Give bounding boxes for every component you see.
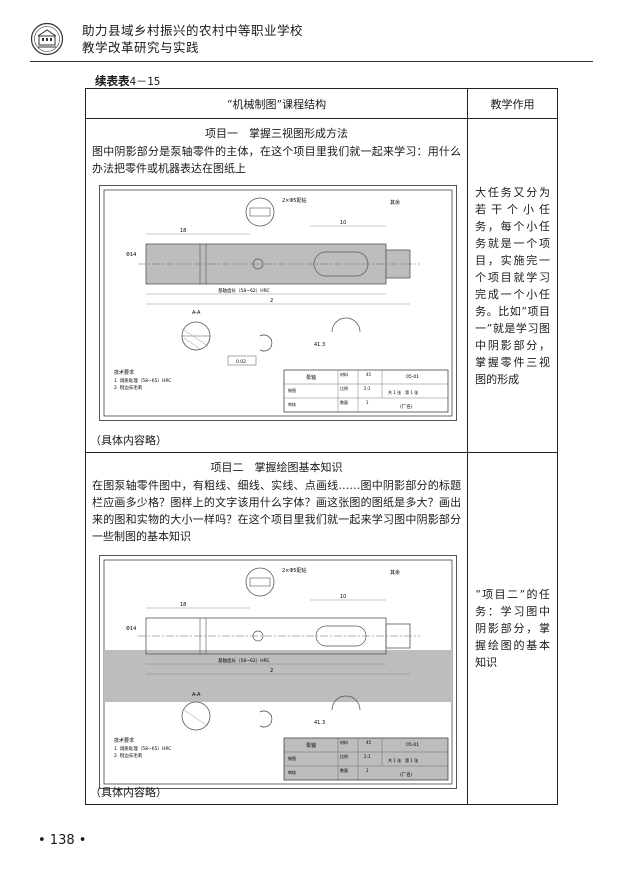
tb1-qty-val: 1 — [366, 400, 369, 405]
header-title-line1: 助力县域乡村振兴的农村中等职业学校 — [82, 23, 304, 38]
tb1-code: 05-01 — [406, 374, 419, 380]
drawing-two-svg: 2×Φ5配钻 其余 基轴齿长（58~62）HRC 2 18 10 Φ14 A-A — [103, 559, 453, 785]
project-two-cell: 项目二 掌握绘图基本知识 在图泵轴零件图中，有粗线、细线、实线、点画线……图中阴… — [84, 452, 469, 805]
drawing-two-dim-dia: Φ14 — [126, 626, 136, 632]
header-title-line2: 教学改革研究与实践 — [82, 40, 200, 55]
tb1-check: 审核 — [288, 401, 296, 407]
drawing-one-title-block: 泵轴 材料 比例 数量 45 2:1 1 05-01 共 1 张 第 1 张 制… — [283, 369, 449, 413]
drawing-two-section-aa: A-A — [192, 692, 201, 698]
drawing-one-tech-title: 技术要求 — [114, 369, 134, 376]
col-header-structure: “机械制图”课程结构 — [84, 88, 469, 119]
project-two-text: 在图泵轴零件图中，有粗线、细线、实线、点画线……图中阴影部分的标题栏应画多少格？… — [92, 479, 462, 543]
tb2-school: (厂名) — [400, 771, 413, 778]
tb2-material: 材料 — [340, 739, 348, 745]
drawing-two-dim-a: 18 — [180, 602, 186, 608]
drawing-two-section-label: 2×Φ5配钻 — [282, 567, 307, 574]
drawing-one-svg: 2×Φ5配钻 其余 基轴齿长（58~62）HRC 2 18 10 Φ14 — [103, 189, 453, 417]
drawing-one-dim-r: 41.3 — [314, 342, 325, 348]
caption-label: 续表表 — [95, 74, 130, 88]
drawing-one-tol: 基轴齿长（58~62）HRC — [218, 287, 270, 294]
tb2-qty-val: 1 — [366, 768, 369, 773]
drawing-one-dim-dia: Φ14 — [126, 252, 136, 258]
tb1-qty: 数量 — [340, 399, 348, 405]
project-two-title: 项目二 掌握绘图基本知识 — [210, 461, 343, 474]
project-one-omitted: （具体内容略） — [90, 434, 167, 447]
project-two-role: “项目二”的任务：学习图中阴影部分，掌握绘图的基本知识 — [467, 452, 558, 805]
drawing-one-tech-2: 2. 锐边去毛刺 — [114, 384, 143, 391]
drawing-one-tech-1: 1. 调质处理（58~65）HRC — [114, 377, 171, 384]
tb1-name: 泵轴 — [306, 374, 316, 381]
tb1-material: 材料 — [340, 371, 348, 377]
project-two-omitted: （具体内容略） — [90, 786, 167, 799]
project-two-role-text: “项目二”的任务：学习图中阴影部分，掌握绘图的基本知识 — [475, 588, 550, 669]
drawing-two-tech-title: 技术要求 — [114, 737, 134, 744]
drawing-two-surface-note: 其余 — [390, 569, 400, 576]
tb1-scale-val: 2:1 — [364, 386, 371, 391]
col-header-role: 教学作用 — [467, 88, 558, 119]
drawing-one-tol-frame: 0.02 — [236, 359, 246, 365]
tb1-scale: 比例 — [340, 385, 348, 391]
caption-number: 4－15 — [129, 75, 161, 88]
tb2-qty: 数量 — [340, 767, 348, 773]
drawing-one-dim-a: 18 — [180, 228, 186, 234]
running-header: 助力县域乡村振兴的农村中等职业学校 教学改革研究与实践 — [82, 22, 303, 56]
table-caption: 续表表4－15 — [95, 73, 160, 89]
project-one-role-text: 大任务又分为若干个小任务，每个小任务就是一个项目，实施完一个项目就学习完成一个小… — [475, 185, 550, 386]
drawing-one-section-aa: A-A — [192, 310, 201, 316]
drawing-two-dim-r: 41.3 — [314, 720, 325, 726]
project-one-title: 项目一 掌握三视图形成方法 — [205, 127, 349, 140]
shaded-title-block — [284, 738, 448, 780]
tb1-draw: 制图 — [288, 387, 296, 393]
project-one-text: 图中阴影部分是泵轴零件的主体，在这个项目里我们就一起来学习：用什么办法把零件或机… — [92, 145, 462, 175]
course-structure-table: “机械制图”课程结构 教学作用 项目一 掌握三视图形成方法 图中阴影部分是泵轴零… — [84, 88, 558, 805]
drawing-one-dim-b: 10 — [340, 220, 346, 226]
tb2-check: 审核 — [288, 769, 296, 775]
page-number: • 138 • — [38, 833, 87, 848]
tb2-draw: 制图 — [288, 755, 296, 761]
drawing-one-surface-note: 其余 — [390, 199, 400, 206]
drawing-one-section-label: 2×Φ5配钻 — [282, 197, 307, 204]
tb2-material-val: 45 — [366, 740, 372, 745]
pump-shaft-drawing-two: 2×Φ5配钻 其余 基轴齿长（58~62）HRC 2 18 10 Φ14 A-A — [99, 555, 457, 789]
shaded-drawing-band — [104, 650, 452, 702]
tb2-sheet: 共 1 张 第 1 张 — [388, 757, 418, 763]
project-one-role: 大任务又分为若干个小任务，每个小任务就是一个项目，实施完一个项目就学习完成一个小… — [467, 118, 558, 453]
tb1-sheet: 共 1 张 第 1 张 — [388, 389, 418, 395]
pump-shaft-drawing-one: 2×Φ5配钻 其余 基轴齿长（58~62）HRC 2 18 10 Φ14 — [99, 185, 457, 421]
drawing-one-dim-length: 2 — [270, 298, 273, 304]
tb2-scale: 比例 — [340, 753, 348, 759]
drawing-two-title-block: 泵轴 材料 比例 数量 45 2:1 1 05-01 共 1 张 第 1 张 制… — [283, 737, 449, 781]
tb2-code: 05-01 — [406, 742, 419, 748]
school-logo-icon — [30, 22, 64, 56]
drawing-two-tol: 基轴齿长（58~62）HRC — [218, 657, 270, 664]
drawing-two-dim-b: 10 — [340, 594, 346, 600]
drawing-two-tech-2: 2. 锐边去毛刺 — [114, 752, 143, 759]
drawing-two-tech-1: 1. 调质处理（58~65）HRC — [114, 745, 171, 752]
drawing-two-dim-length: 2 — [270, 668, 273, 674]
tb1-school: (厂名) — [400, 403, 413, 410]
header-divider — [30, 61, 593, 62]
tb2-name: 泵轴 — [306, 742, 316, 749]
project-one-cell: 项目一 掌握三视图形成方法 图中阴影部分是泵轴零件的主体，在这个项目里我们就一起… — [84, 118, 469, 453]
tb2-scale-val: 2:1 — [364, 754, 371, 759]
tb1-material-val: 45 — [366, 372, 372, 377]
